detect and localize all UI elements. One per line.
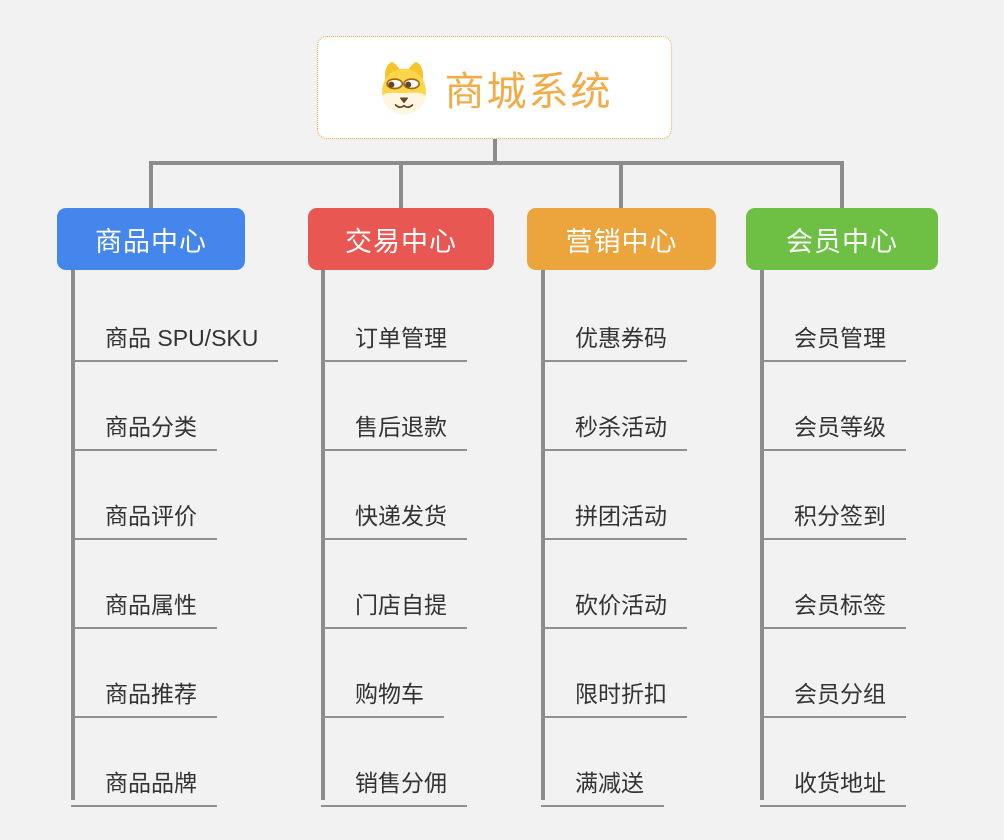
leaf-item[interactable]: 售后退款	[321, 401, 467, 451]
leaf-item[interactable]: 满减送	[541, 757, 664, 807]
branch-node-product-center[interactable]: 商品中心	[57, 208, 245, 270]
connector-drop	[149, 163, 153, 208]
leaf-item[interactable]: 会员分组	[760, 668, 906, 718]
leaf-item[interactable]: 商品属性	[71, 579, 217, 629]
branch-label: 营销中心	[565, 226, 678, 257]
leaf-item[interactable]: 砍价活动	[541, 579, 687, 629]
connector-trunk	[321, 269, 325, 800]
leaf-item[interactable]: 会员等级	[760, 401, 906, 451]
branch-node-marketing-center[interactable]: 营销中心	[527, 208, 716, 270]
leaf-item[interactable]: 订单管理	[321, 312, 467, 362]
leaf-item[interactable]: 门店自提	[321, 579, 467, 629]
connector-trunk	[541, 269, 545, 800]
leaf-item[interactable]: 会员管理	[760, 312, 906, 362]
leaf-item[interactable]: 限时折扣	[541, 668, 687, 718]
branch-node-trade-center[interactable]: 交易中心	[308, 208, 494, 270]
leaf-item[interactable]: 拼团活动	[541, 490, 687, 540]
root-title: 商城系统	[444, 69, 613, 114]
connector-drop	[619, 163, 623, 208]
leaf-item[interactable]: 商品分类	[71, 401, 217, 451]
leaf-item[interactable]: 购物车	[321, 668, 444, 718]
leaf-item[interactable]: 商品 SPU/SKU	[71, 312, 279, 362]
root-node[interactable]: 商城系统	[317, 36, 672, 139]
leaf-item[interactable]: 商品推荐	[71, 668, 217, 718]
leaf-item[interactable]: 积分签到	[760, 490, 906, 540]
connector-drop	[399, 163, 403, 208]
branch-node-member-center[interactable]: 会员中心	[746, 208, 938, 270]
leaf-item[interactable]: 快递发货	[321, 490, 467, 540]
branch-label: 商品中心	[95, 226, 207, 257]
connector-root-vertical	[493, 139, 497, 163]
connector-trunk	[71, 269, 75, 800]
leaf-item[interactable]: 销售分佣	[321, 757, 467, 807]
connector-trunk	[760, 269, 764, 800]
branch-label: 交易中心	[345, 226, 457, 257]
leaf-item[interactable]: 收货地址	[760, 757, 906, 807]
leaf-item[interactable]: 商品品牌	[71, 757, 217, 807]
doge-icon	[381, 61, 426, 114]
leaf-item[interactable]: 会员标签	[760, 579, 906, 629]
leaf-item[interactable]: 商品评价	[71, 490, 217, 540]
leaf-item[interactable]: 优惠券码	[541, 312, 687, 362]
leaf-item[interactable]: 秒杀活动	[541, 401, 687, 451]
branch-label: 会员中心	[786, 226, 898, 257]
connector-drop	[840, 163, 844, 208]
connector-horizontal-bus	[149, 161, 844, 165]
